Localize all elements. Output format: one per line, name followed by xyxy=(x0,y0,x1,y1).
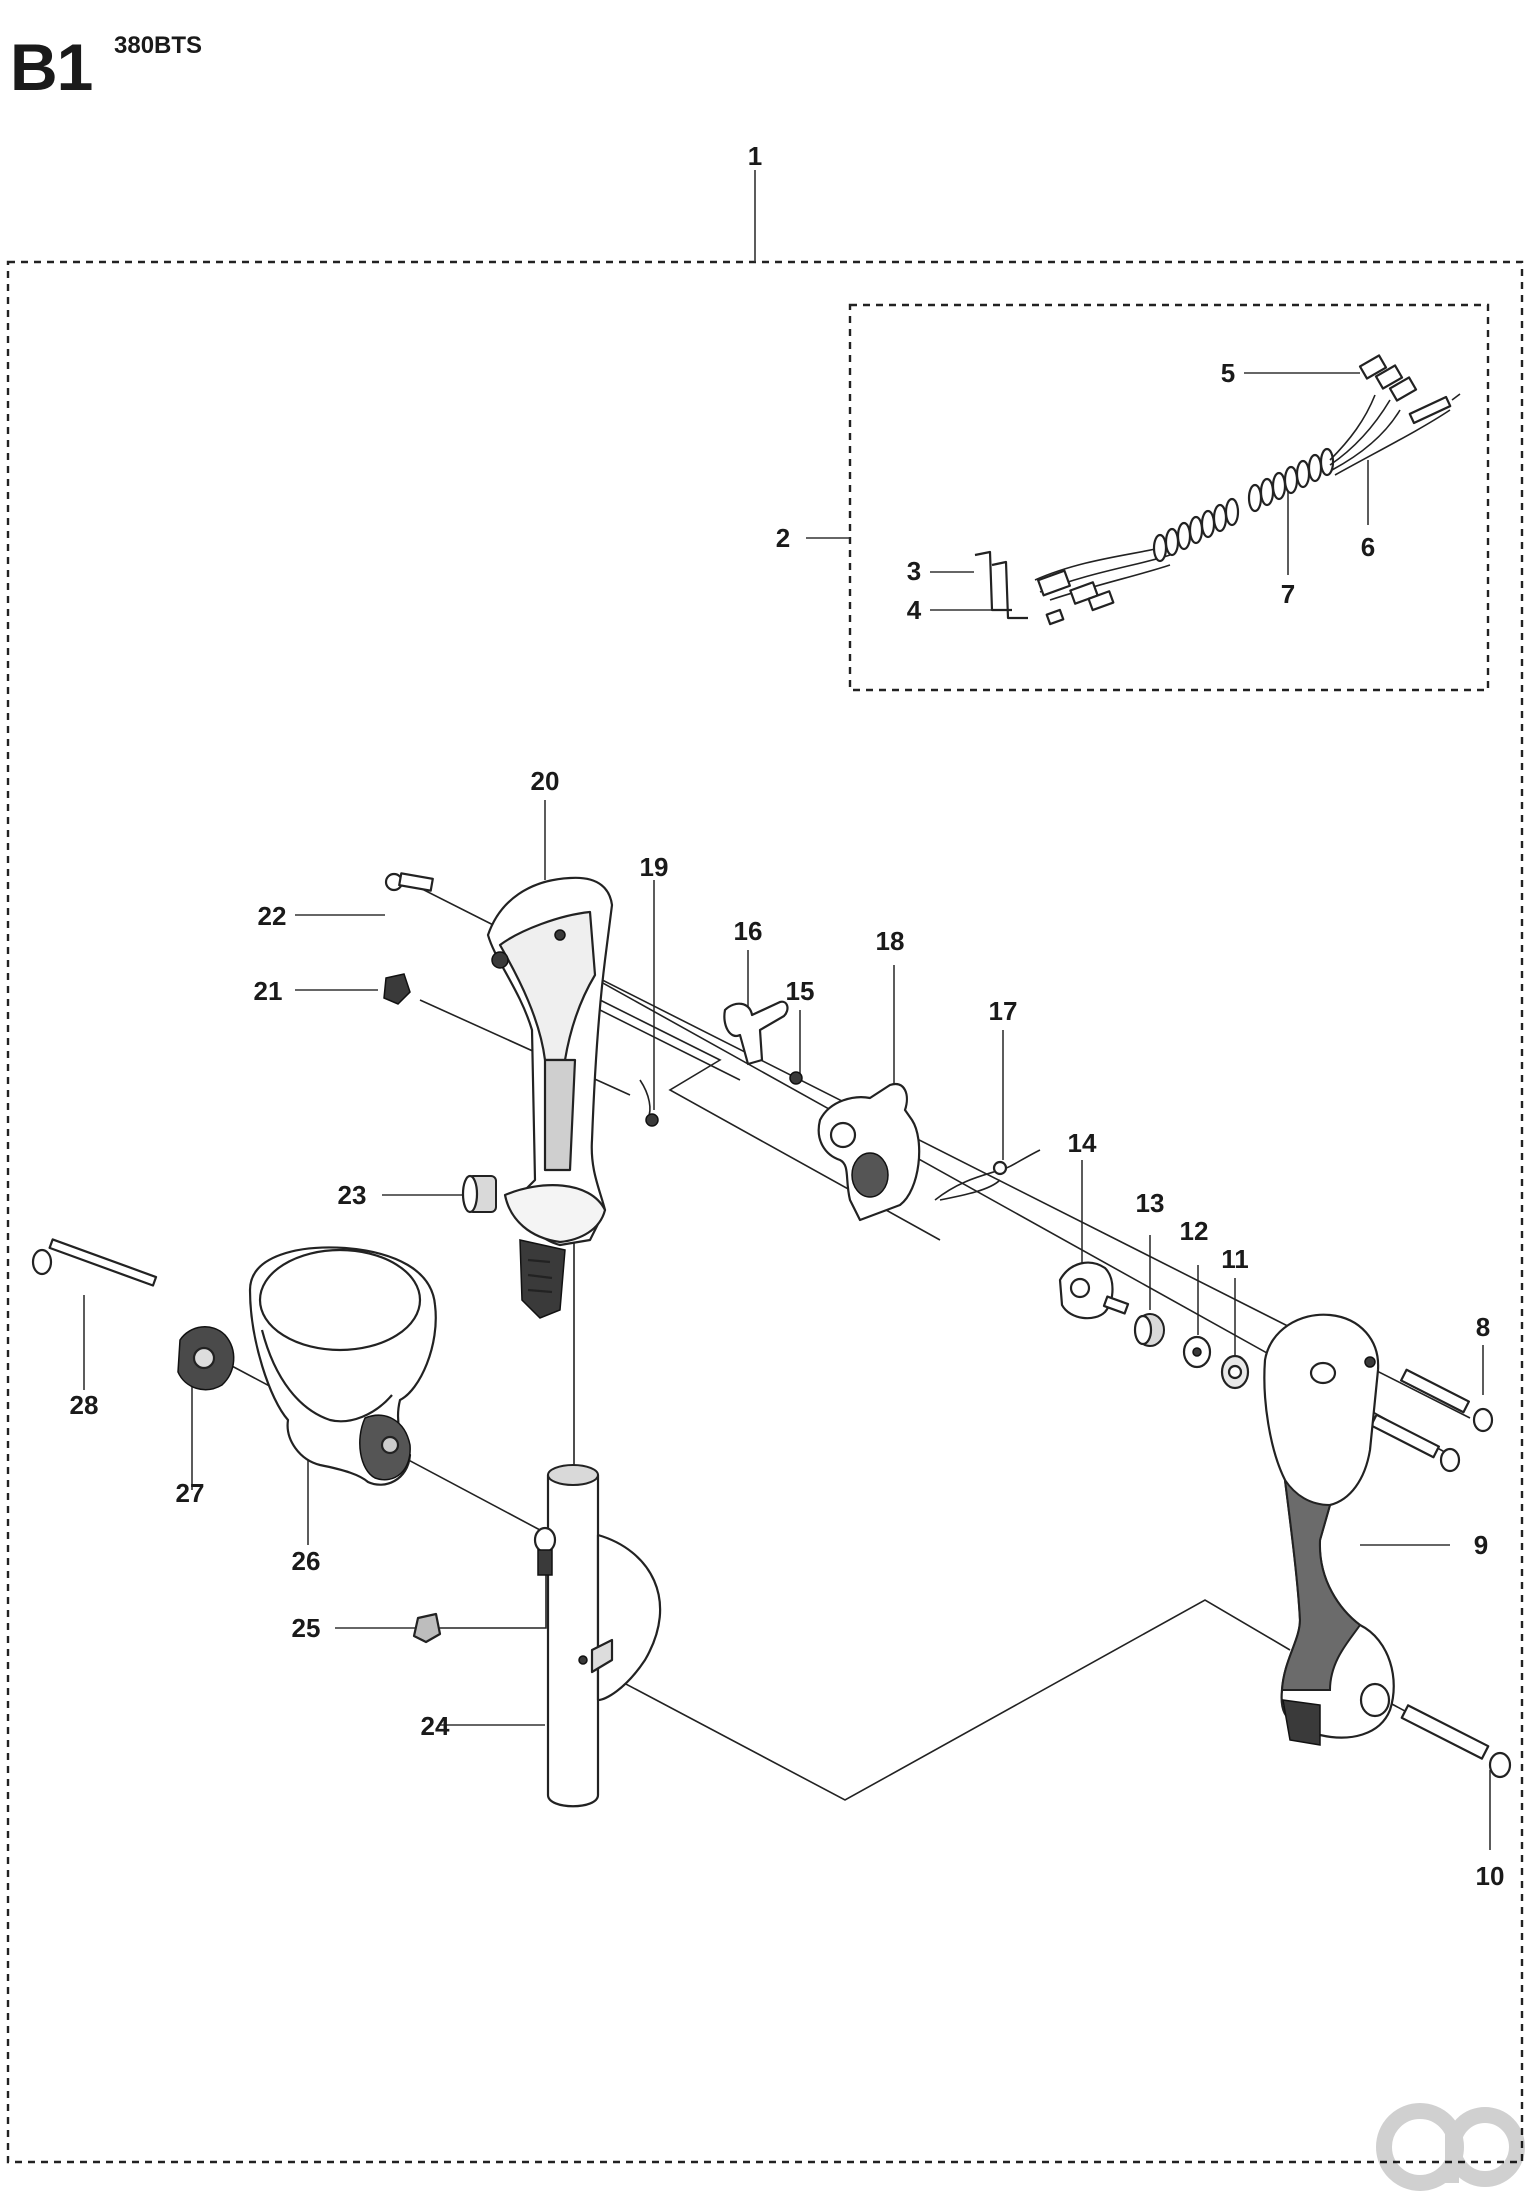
callout-15: 15 xyxy=(786,976,815,1006)
ao-logo-icon xyxy=(1376,2103,1525,2191)
callout-24: 24 xyxy=(421,1711,450,1741)
callout-14: 14 xyxy=(1068,1128,1097,1158)
callout-8: 8 xyxy=(1476,1312,1490,1342)
assembly-boundary xyxy=(6,260,1524,2164)
callout-1: 1 xyxy=(748,141,762,171)
callout-25: 25 xyxy=(292,1613,321,1643)
callout-16: 16 xyxy=(734,916,763,946)
callout-28: 28 xyxy=(70,1390,99,1420)
callout-5: 5 xyxy=(1221,358,1235,388)
clamp-nut xyxy=(412,1612,442,1644)
callout-17: 17 xyxy=(989,996,1018,1026)
callout-2: 2 xyxy=(776,523,790,553)
callout-23: 23 xyxy=(338,1180,367,1210)
clamp-ring xyxy=(248,1246,437,1486)
clamp-knob xyxy=(177,1326,235,1391)
callout-10: 10 xyxy=(1476,1861,1505,1891)
handle-pivot-parts xyxy=(1058,1261,1250,1390)
callout-20: 20 xyxy=(531,766,560,796)
model-name: 380BTS xyxy=(114,32,203,59)
control-handle-housing xyxy=(486,876,614,1319)
callout-11: 11 xyxy=(1221,1244,1249,1274)
callout-6: 6 xyxy=(1361,532,1375,562)
wiring-harness xyxy=(974,354,1461,626)
section-code: B1 xyxy=(10,30,93,104)
callout-19: 19 xyxy=(640,852,669,882)
callout-13: 13 xyxy=(1136,1188,1165,1218)
loop-handle-grip xyxy=(1263,1313,1395,1746)
callout-9: 9 xyxy=(1474,1530,1488,1560)
callout-labels: 1 2 3 4 5 6 7 8 9 10 11 12 13 14 15 16 1… xyxy=(70,141,1505,1891)
callout-26: 26 xyxy=(292,1546,321,1576)
wiring-harness-boundary xyxy=(848,303,1490,692)
callout-18: 18 xyxy=(876,926,905,956)
callout-12: 12 xyxy=(1180,1216,1209,1246)
small-fasteners xyxy=(383,872,1041,1222)
clamp-bolt xyxy=(31,1238,158,1287)
callout-3: 3 xyxy=(907,556,921,586)
callout-22: 22 xyxy=(258,901,287,931)
callout-4: 4 xyxy=(907,595,922,625)
handle-screws xyxy=(1369,1368,1512,1779)
callout-27: 27 xyxy=(176,1478,205,1508)
callout-7: 7 xyxy=(1281,579,1295,609)
shaft-tube xyxy=(533,1464,662,1808)
callout-21: 21 xyxy=(254,976,283,1006)
